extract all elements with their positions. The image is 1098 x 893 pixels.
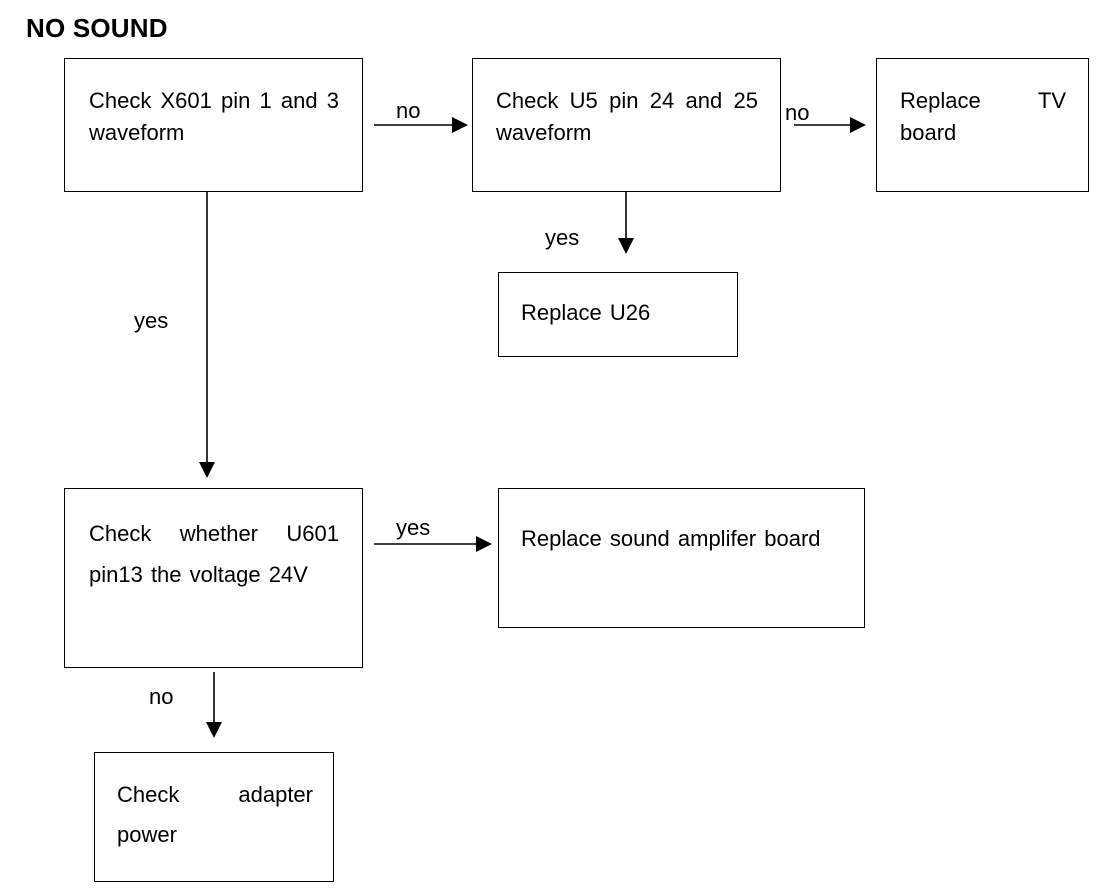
arrowhead-u5-to-u26	[618, 238, 634, 254]
edge-label-u5-to-u26: yes	[545, 225, 580, 250]
page-title: NO SOUND	[26, 13, 168, 43]
arrowhead-u601-to-amp	[476, 536, 492, 552]
node-replace-tv-board-text: Replace TV board	[900, 88, 1066, 145]
node-check-adapter: Check adapter power	[94, 752, 334, 882]
edge-label-u601-to-adapter: no	[149, 684, 174, 709]
edge-label-u601-to-amp: yes	[396, 515, 431, 540]
node-check-adapter-text: Check adapter power	[117, 782, 313, 847]
node-replace-sound-amp-text: Replace sound amplifer board	[521, 526, 821, 551]
node-replace-sound-amp: Replace sound amplifer board	[498, 488, 865, 628]
arrowhead-u5-to-tv	[850, 117, 866, 133]
node-check-u601: Check whether U601 pin13 the voltage 24V	[64, 488, 363, 668]
node-check-u5-text: Check U5 pin 24 and 25 waveform	[496, 88, 758, 145]
node-check-u5: Check U5 pin 24 and 25 waveform	[472, 58, 781, 192]
node-replace-u26-text: Replace U26	[521, 300, 651, 325]
arrowhead-x601-to-u5	[452, 117, 468, 133]
arrowhead-u601-to-adapter	[206, 722, 222, 738]
edge-label-u5-to-tv: no	[785, 100, 810, 125]
edge-label-x601-to-u601: yes	[134, 308, 169, 333]
node-replace-tv-board: Replace TV board	[876, 58, 1089, 192]
node-replace-u26: Replace U26	[498, 272, 738, 357]
arrowhead-x601-to-u601	[199, 462, 215, 478]
edge-label-x601-to-u5: no	[396, 98, 421, 123]
node-check-x601-text: Check X601 pin 1 and 3 waveform	[89, 88, 339, 145]
node-check-u601-text: Check whether U601 pin13 the voltage 24V	[89, 521, 339, 587]
node-check-x601: Check X601 pin 1 and 3 waveform	[64, 58, 363, 192]
